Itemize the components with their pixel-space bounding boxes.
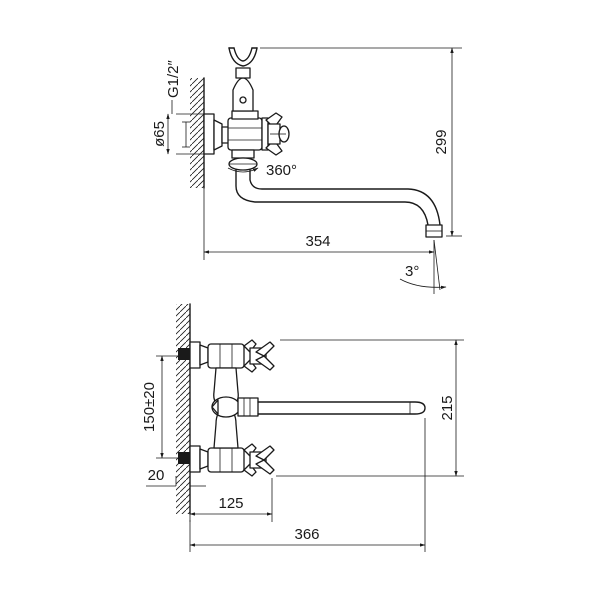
rotation-indicator [227,167,259,173]
top-spout [257,401,426,415]
center-distance-dimension [156,355,178,459]
side-wall [190,77,205,189]
rotation-label: 360° [266,162,297,179]
flange-diameter-label: ø65 [151,121,168,147]
side-cross-handle [261,112,290,156]
thread-dimension [171,100,204,155]
height-label: 299 [433,129,450,154]
side-spout [235,169,443,238]
top-central-body [211,367,259,449]
total-reach-dimension [189,418,426,552]
side-flange [203,113,231,155]
angle-dimension [399,239,447,291]
side-diverter-column [228,47,258,112]
upper-inlet [178,339,275,373]
depth-dimension [276,339,464,477]
wall-offset-dimension [146,476,206,487]
top-wall [176,303,191,515]
total-reach-label: 366 [294,526,319,543]
side-swivel-joint [228,149,258,171]
reach-dimension [203,188,435,294]
height-dimension [260,47,462,237]
handle-reach-label: 125 [218,495,243,512]
thread-label: G1/2″ [165,59,182,98]
wall-offset-label: 20 [148,467,165,484]
center-distance-label: 150±20 [141,382,158,432]
spout-reach-label: 354 [305,233,330,250]
top-view: 150±20 215 20 125 366 [141,303,464,552]
side-view: G1/2″ ø65 360° 299 354 3° [151,47,462,294]
depth-label: 215 [439,395,456,420]
angle-label: 3° [405,263,419,280]
lower-inlet [178,443,275,477]
side-mixer-body [227,110,263,151]
